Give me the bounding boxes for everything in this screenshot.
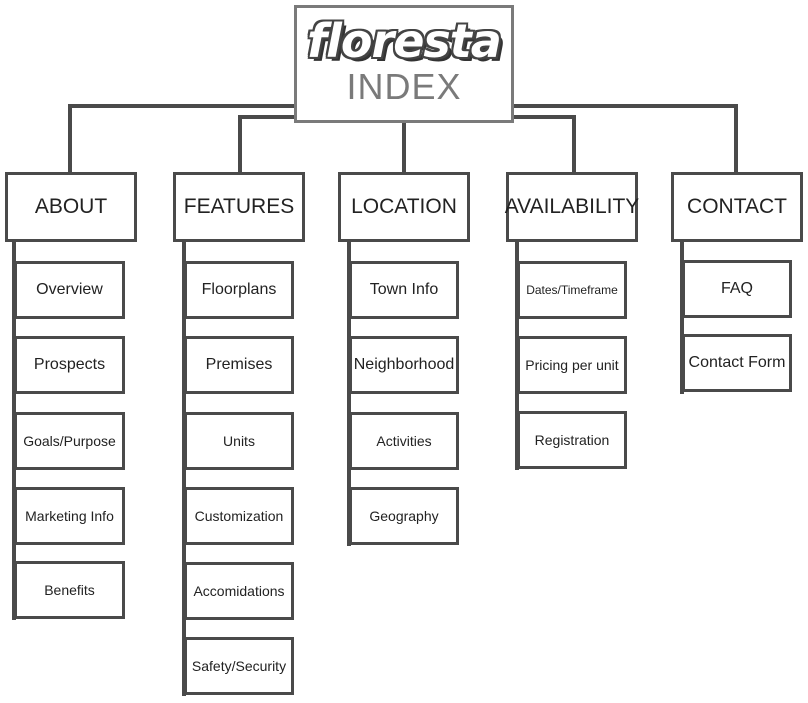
category-contact: CONTACT [671,172,803,242]
item-units: Units [184,412,294,470]
item-registration: Registration [517,411,627,469]
item-goals-purpose: Goals/Purpose [14,412,125,470]
item-geography: Geography [349,487,459,545]
item-town-info: Town Info [349,261,459,319]
item-faq: FAQ [682,260,792,318]
item-overview: Overview [14,261,125,319]
item-neighborhood: Neighborhood [349,336,459,394]
item-contact-form: Contact Form [682,334,792,392]
connector-line [402,120,406,174]
item-floorplans: Floorplans [184,261,294,319]
item-safety-security: Safety/Security [184,637,294,695]
category-location: LOCATION [338,172,470,242]
connector-line [238,115,242,174]
item-benefits: Benefits [14,561,125,619]
connector-line [68,104,72,174]
item-marketing-info: Marketing Info [14,487,125,545]
item-prospects: Prospects [14,336,125,394]
category-availability: AVAILABILITY [505,172,639,242]
item-dates-timeframe: Dates/Timeframe [517,261,627,319]
category-features: FEATURES [173,172,305,242]
item-premises: Premises [184,336,294,394]
connector-line [734,104,738,174]
item-pricing-per-unit: Pricing per unit [517,336,627,394]
index-root-node: floresta INDEX [294,5,514,123]
item-customization: Customization [184,487,294,545]
connector-line [572,115,576,174]
item-accomidations: Accomidations [184,562,294,620]
index-title: INDEX [346,66,462,107]
floresta-logo: floresta [307,14,502,68]
item-activities: Activities [349,412,459,470]
category-about: ABOUT [5,172,137,242]
